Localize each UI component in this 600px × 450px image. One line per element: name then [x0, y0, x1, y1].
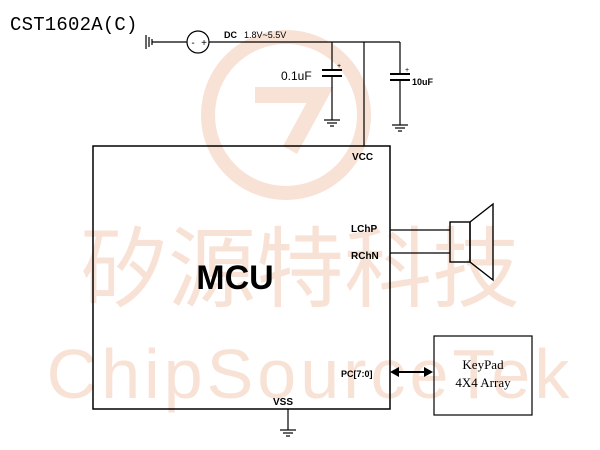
- port-bus-arrow: [390, 367, 433, 377]
- speaker-wires: [390, 229, 450, 254]
- dc-minus-sign: -: [191, 38, 194, 49]
- dc-source: - +: [186, 30, 210, 54]
- ground-symbol-dc: [145, 35, 187, 49]
- pin-vcc: VCC: [352, 152, 373, 163]
- capacitor-10uf-plus: +: [405, 67, 409, 74]
- dc-range: 1.8V~5.5V: [244, 30, 286, 40]
- capacitor-0-1uf-value: 0.1uF: [281, 69, 312, 83]
- keypad-array-label: 4X4 Array: [455, 375, 511, 390]
- capacitor-0-1uf-plus: +: [337, 63, 341, 70]
- speaker-icon: [449, 202, 494, 282]
- pin-port: PC[7:0]: [341, 369, 373, 379]
- ground-symbol-vss: [280, 409, 296, 437]
- capacitor-10uf: [390, 42, 410, 132]
- dc-label: DC: [224, 30, 237, 40]
- watermark: 矽源特科技 ChipSourceTek: [47, 30, 574, 413]
- watermark-english: ChipSourceTek: [47, 335, 574, 413]
- watermark-logo-icon: [201, 30, 371, 200]
- keypad-block: [433, 335, 533, 416]
- mcu-block: [92, 145, 391, 410]
- dc-plus-sign: +: [201, 38, 207, 49]
- capacitor-0-1uf: [322, 42, 342, 127]
- keypad-label: KeyPad: [462, 357, 504, 372]
- pin-lchp: LChP: [351, 224, 377, 235]
- mcu-label: MCU: [196, 259, 273, 297]
- diagram-title: CST1602A(C): [10, 14, 138, 36]
- pin-vss: VSS: [273, 397, 293, 408]
- pin-rchn: RChN: [351, 251, 379, 262]
- watermark-chinese: 矽源特科技: [80, 220, 520, 319]
- capacitor-10uf-value: 10uF: [412, 77, 434, 87]
